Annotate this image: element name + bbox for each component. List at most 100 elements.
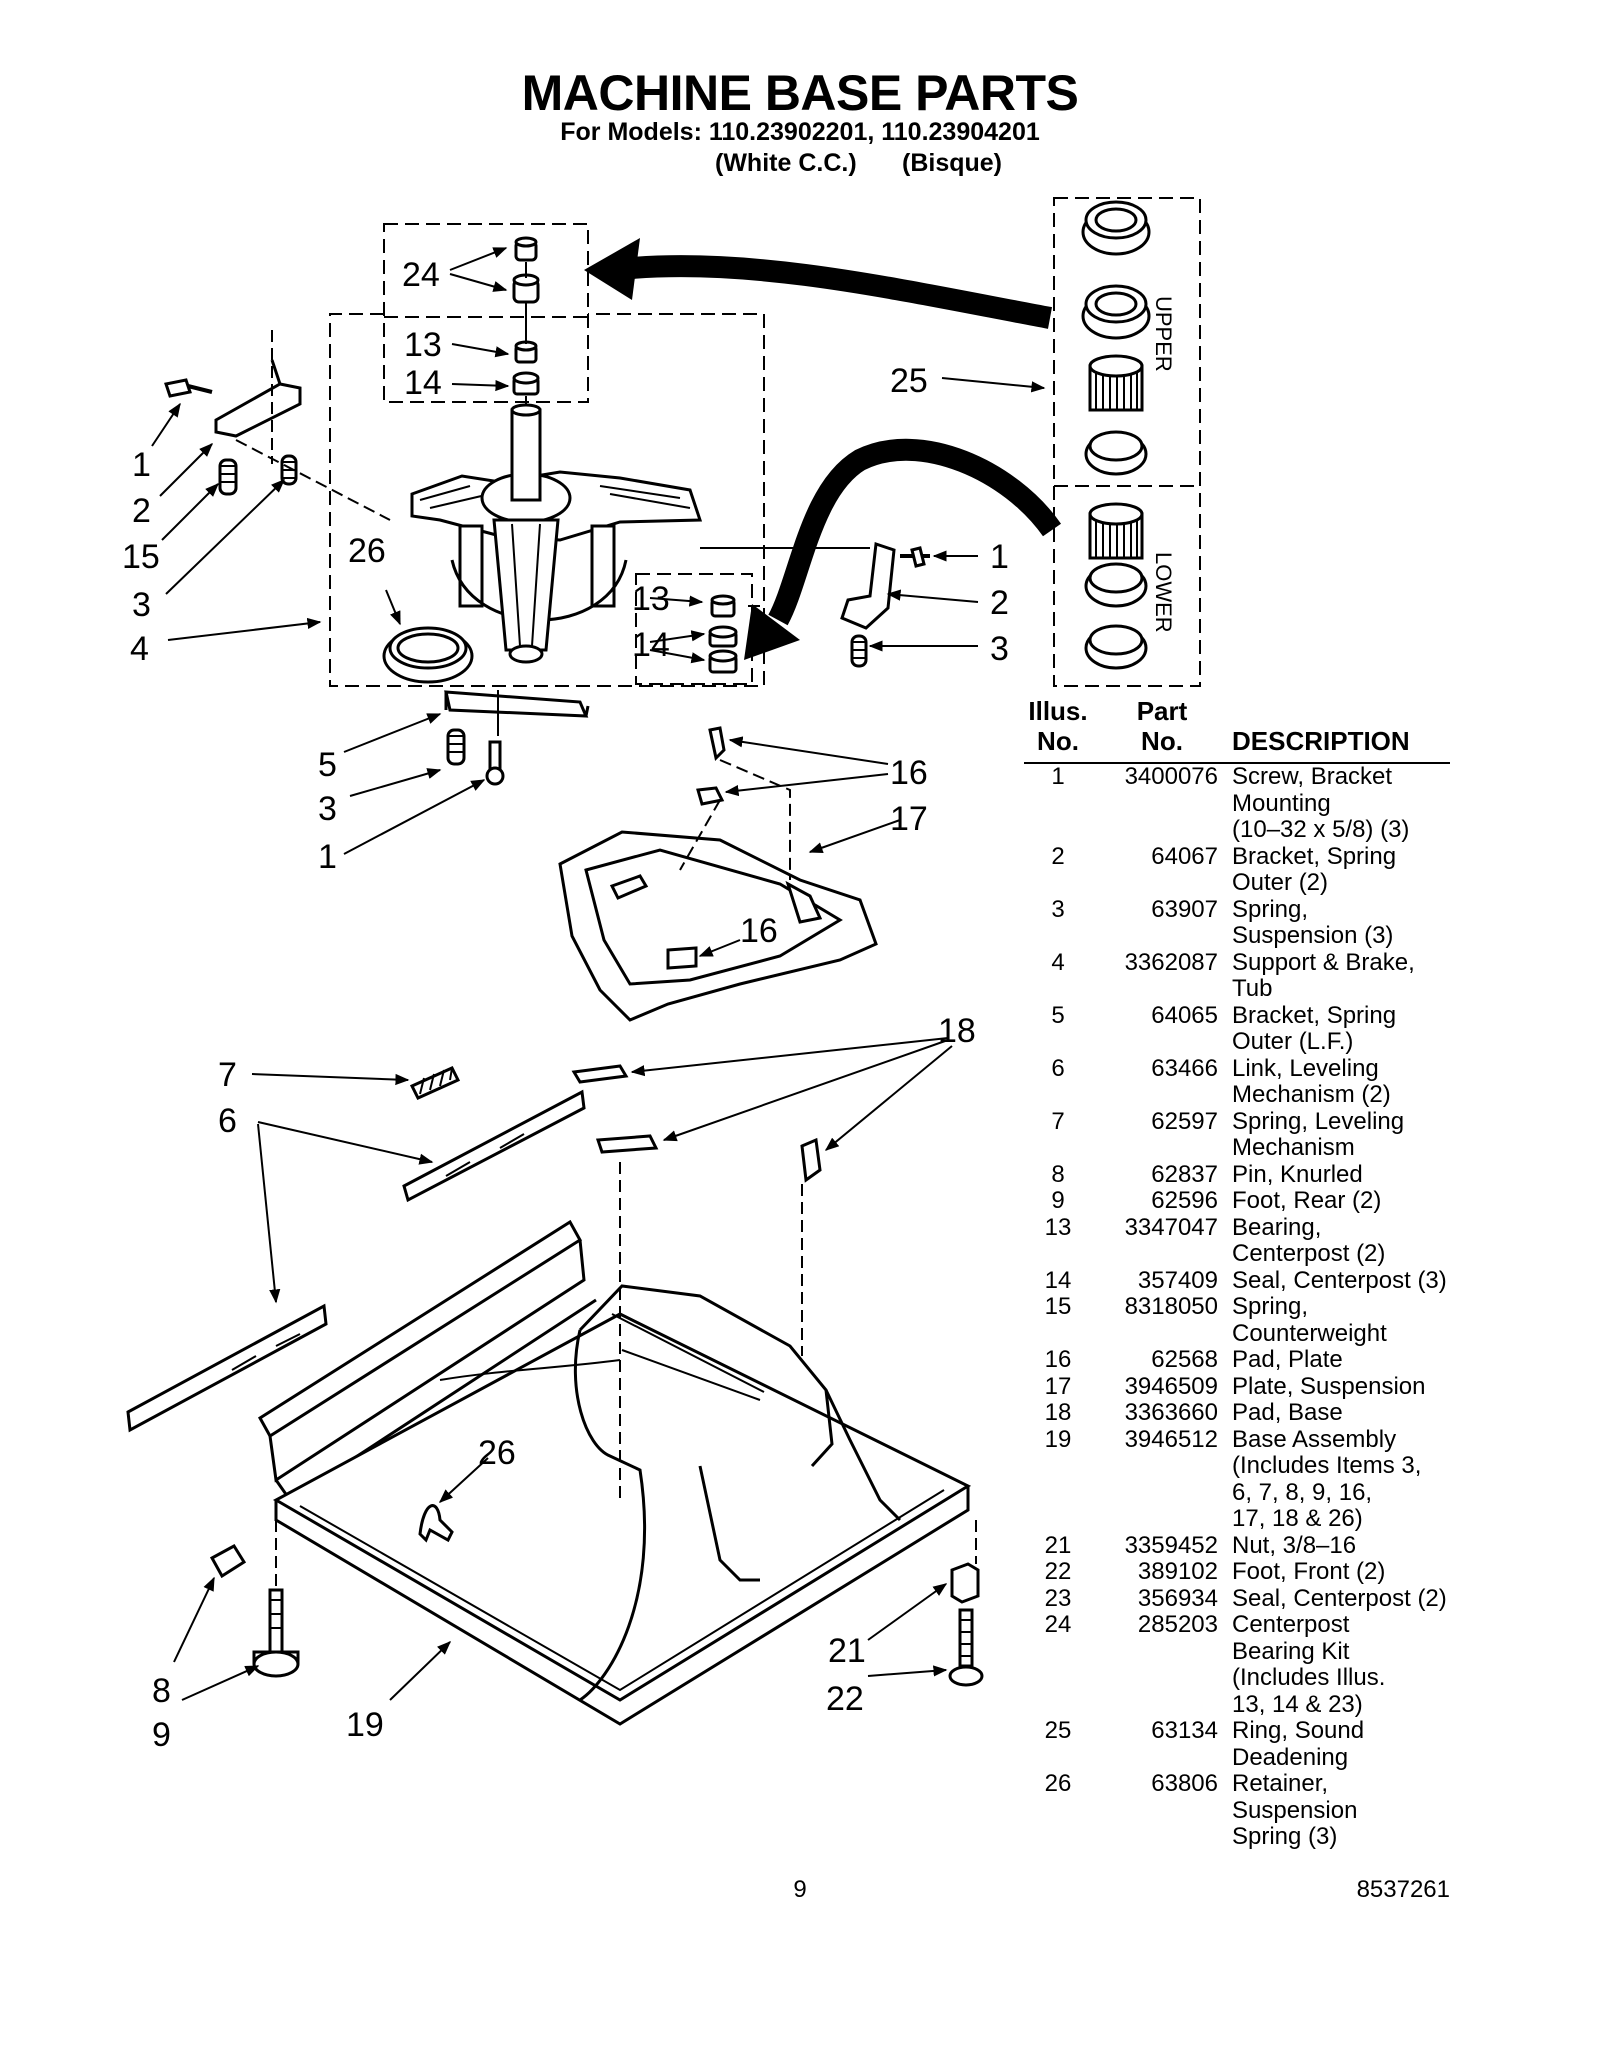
- callout-6: 6: [218, 1102, 237, 1140]
- kit-arrow-lower: [744, 438, 1062, 660]
- centerpost-stack: [512, 236, 540, 410]
- callout-9: 9: [152, 1716, 171, 1754]
- part-number: 63907: [1151, 895, 1218, 923]
- leveling-parts: [126, 1064, 822, 1433]
- description-line: Bearing,: [1232, 1213, 1322, 1241]
- part-number: 356934: [1137, 1584, 1218, 1612]
- table-row: 23 356934 Seal, Centerpost (2): [1024, 1584, 1450, 1613]
- description-line: Foot, Front (2): [1232, 1558, 1386, 1585]
- description-line: Bracket, Spring: [1232, 1001, 1397, 1029]
- part-description: Spring,Counterweight: [1232, 1293, 1450, 1347]
- part-number: 63134: [1151, 1717, 1218, 1744]
- description-line: Ring, Sound: [1232, 1717, 1365, 1744]
- part-number: 3400076: [1124, 763, 1218, 790]
- part-description: Base Assembly(Includes Items 3,6, 7, 8, …: [1232, 1425, 1450, 1533]
- description-line: Support & Brake,: [1232, 948, 1415, 976]
- callout-3-right: 3: [990, 630, 1009, 668]
- callout-3-front: 3: [318, 790, 337, 828]
- part-description: Nut, 3/8–16: [1232, 1532, 1450, 1560]
- part-number: 3363660: [1124, 1399, 1218, 1426]
- illus-number: 5: [1051, 1001, 1065, 1029]
- callout-1-right: 1: [990, 538, 1009, 576]
- kit-arrow-upper: [584, 238, 1053, 329]
- description-line: Outer (L.F.): [1232, 1028, 1354, 1055]
- illus-number: 19: [1044, 1425, 1072, 1453]
- part-description: Seal, Centerpost (2): [1232, 1585, 1450, 1613]
- description-line: 13, 14 & 23): [1232, 1690, 1363, 1718]
- description-line: Pin, Knurled: [1232, 1160, 1363, 1188]
- description-line: Spring,: [1232, 1293, 1309, 1320]
- description-line: Spring (3): [1232, 1823, 1338, 1850]
- callout-4: 4: [130, 630, 149, 668]
- group-box-support-brake: [329, 313, 765, 687]
- illus-number: 15: [1044, 1293, 1072, 1320]
- page-number: 9: [793, 1876, 807, 1903]
- illus-number: 1: [1051, 763, 1065, 790]
- part-number: 3347047: [1124, 1213, 1218, 1241]
- description-line: Link, Leveling: [1232, 1054, 1379, 1082]
- part-number: 62568: [1151, 1346, 1218, 1373]
- callout-labels: 24 13 14 25 1 2 15 3 4 26 13 14 1 2 3 5 …: [122, 256, 1009, 1754]
- part-number: 3946509: [1124, 1372, 1218, 1400]
- table-header-row-1: Illus. Part: [1024, 696, 1450, 726]
- callout-16-top: 16: [890, 754, 928, 792]
- description-line: Tub: [1232, 975, 1273, 1002]
- description-line: Mounting: [1232, 789, 1331, 817]
- description-line: Bearing Kit: [1232, 1637, 1350, 1665]
- header-part-2: No.: [1092, 726, 1232, 764]
- description-line: (10–32 x 5/8) (3): [1232, 816, 1410, 843]
- part-number: 389102: [1137, 1558, 1218, 1585]
- left-bracket-group: [164, 330, 391, 521]
- illus-number: 2: [1051, 842, 1065, 870]
- callout-2-left: 2: [132, 492, 151, 530]
- description-line: Pad, Plate: [1232, 1346, 1343, 1373]
- part-description: Spring,Suspension (3): [1232, 896, 1450, 950]
- variant-white: (White C.C.): [715, 149, 857, 177]
- callout-3-left: 3: [132, 586, 151, 624]
- part-description: Foot, Rear (2): [1232, 1187, 1450, 1215]
- callout-19: 19: [346, 1706, 384, 1744]
- illus-number: 9: [1051, 1187, 1065, 1214]
- description-line: Mechanism (2): [1232, 1081, 1391, 1108]
- document-number: 8537261: [1356, 1876, 1450, 1903]
- variant-bisque: (Bisque): [902, 149, 1002, 177]
- callout-5: 5: [318, 746, 337, 784]
- callout-21: 21: [828, 1632, 866, 1670]
- part-description: Support & Brake,Tub: [1232, 948, 1450, 1003]
- illus-number: 23: [1044, 1584, 1072, 1612]
- support-brake-assembly: [410, 403, 703, 664]
- description-line: 6, 7, 8, 9, 16,: [1232, 1478, 1373, 1506]
- part-number: 63466: [1151, 1054, 1218, 1082]
- description-line: Base Assembly: [1232, 1425, 1397, 1453]
- header-part-1: Part: [1136, 696, 1188, 726]
- description-line: Pad, Base: [1232, 1399, 1343, 1426]
- description-line: Suspension (3): [1232, 922, 1394, 949]
- callout-14-lower: 14: [632, 626, 670, 664]
- lower-bearing-stack: [708, 594, 738, 674]
- illus-number: 3: [1051, 895, 1065, 923]
- callout-15: 15: [122, 538, 160, 576]
- illus-number: 7: [1051, 1107, 1065, 1135]
- part-number: 63806: [1151, 1770, 1218, 1797]
- header-description: DESCRIPTION: [1232, 726, 1450, 764]
- part-number: 285203: [1137, 1611, 1218, 1638]
- front-bracket-group: [444, 690, 590, 786]
- part-number: 64067: [1151, 842, 1218, 870]
